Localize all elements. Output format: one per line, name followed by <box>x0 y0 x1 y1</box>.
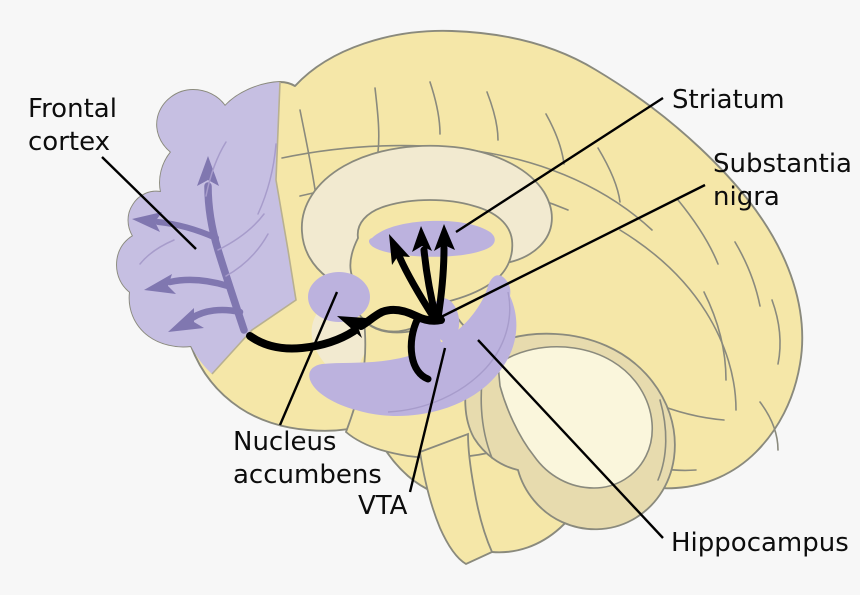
cortical-branch-upper <box>155 219 219 241</box>
cortical-strand-1 <box>217 213 265 251</box>
diagram-labels: Frontal cortex Striatum Substantia nigra… <box>28 85 852 558</box>
cerebellum-core <box>497 345 654 489</box>
cortical-arrow-head-upper <box>132 212 162 232</box>
leader-vta <box>408 347 447 493</box>
hippocampus-accent <box>387 291 511 413</box>
nigrostriatal-arrow-right-stem <box>434 244 448 322</box>
cortex-boundary-line <box>211 81 297 375</box>
label-frontal-cortex-line1: Frontal <box>28 94 117 124</box>
cortical-sulci <box>281 81 781 472</box>
nigrostriatal-arrow-mid-stem <box>420 246 440 322</box>
cerebrum-group <box>116 29 804 566</box>
cortical-branch-mid <box>166 276 232 290</box>
label-nucleus-accumbens-line1: Nucleus <box>233 427 336 457</box>
cortical-arrow-head-lower <box>168 308 204 332</box>
dopamine-pathways <box>246 224 455 383</box>
cortical-strand-2 <box>225 233 269 277</box>
mesolimbic-arrow-head-accumbens <box>337 316 366 338</box>
nucleus-accumbens-structure <box>308 272 370 322</box>
label-frontal-cortex-line2: cortex <box>28 127 110 157</box>
leader-frontal-cortex <box>101 156 197 250</box>
cortical-strand-5 <box>257 143 277 215</box>
mesocortical-branches <box>132 141 277 334</box>
label-substantia-nigra-line2: nigra <box>713 182 780 212</box>
cerebellum-fissure-2 <box>657 399 667 481</box>
label-substantia-nigra-line1: Substantia <box>713 149 852 179</box>
leader-substantia-nigra <box>440 183 706 319</box>
label-vta: VTA <box>358 491 408 521</box>
frontal-cortex-region <box>117 82 296 374</box>
nigrostriatal-arrow-left-stem <box>396 254 438 322</box>
brainstem-medulla <box>418 432 494 566</box>
leader-nucleus-accumbens <box>278 291 339 426</box>
leader-hippocampus <box>477 339 664 539</box>
cortical-arrow-head-top <box>197 156 219 186</box>
mesocortical-pathway <box>246 327 358 353</box>
mesolimbic-pathway <box>357 305 445 330</box>
label-striatum: Striatum <box>672 85 785 115</box>
cortical-strand-4 <box>139 239 175 265</box>
cortical-branch-lower <box>188 306 244 322</box>
cortical-arrow-head-mid <box>144 274 176 294</box>
label-hippocampus: Hippocampus <box>671 528 849 558</box>
nigrostriatal-arrow-mid-head <box>412 226 432 252</box>
leader-striatum <box>455 96 664 234</box>
nigrostriatal-arrow-right-head <box>434 224 455 251</box>
inner-pale-lower <box>311 300 376 384</box>
cortical-strand-3 <box>205 141 227 197</box>
label-nucleus-accumbens-line2: accumbens <box>233 460 382 490</box>
nigrostriatal-arrow-left-head <box>389 234 410 265</box>
leader-lines <box>101 96 706 539</box>
hippocampus-structure <box>309 275 517 416</box>
vta-descending-branch <box>407 314 432 383</box>
